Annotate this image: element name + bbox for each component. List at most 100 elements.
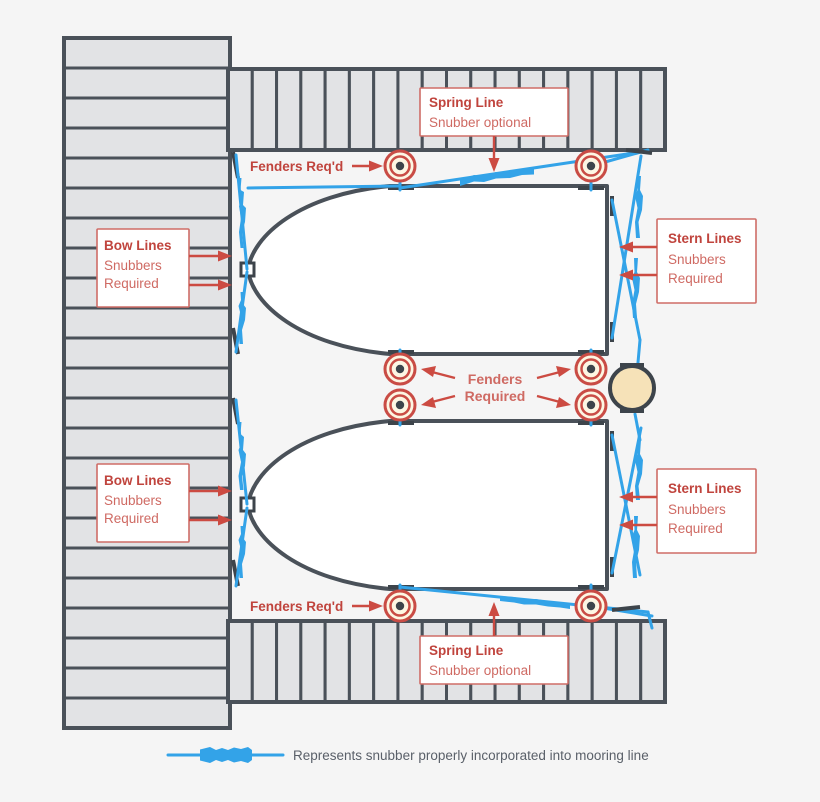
- center-arrow-upper-left-head: [421, 366, 436, 377]
- left-dock-plank: [62, 156, 232, 190]
- fender-bottom-stern-core: [586, 601, 596, 611]
- label-fenders-reqd-top: Fenders Req'd: [250, 159, 383, 174]
- top-dock-plank: [614, 67, 643, 152]
- snubber-lower-stern-2: [632, 516, 640, 578]
- callout-bow-lines-top-arrow1-head: [218, 250, 232, 262]
- center-arrow-upper-right-head: [556, 366, 571, 377]
- top-dock-outline: [226, 67, 667, 152]
- fender-top-bow-core: [395, 161, 405, 171]
- callout-bow-lines-top-line3: Required: [104, 276, 159, 291]
- callout-spring-line-top-line2: Snubber optional: [429, 115, 531, 130]
- callout-stern-lines-bottom-line2: Snubbers: [668, 502, 726, 517]
- callout-stern-lines-bottom-line3: Required: [668, 521, 723, 536]
- callout-spring-line-bottom-title: Spring Line: [429, 643, 504, 658]
- callout-stern-lines-top-arrow2-head: [619, 269, 633, 281]
- fender-mid-upper-right-core: [586, 364, 596, 374]
- snubber-upper-bow-2: [238, 292, 246, 344]
- rope-lower-spring-anchor: [646, 610, 654, 630]
- callout-stern-lines-bottom[interactable]: Stern Lines Snubbers Required: [619, 468, 757, 554]
- left-dock-plank: [62, 396, 232, 430]
- bottom-dock: [226, 619, 667, 704]
- callout-bow-lines-bottom-title: Bow Lines: [104, 473, 172, 488]
- left-dock-plank: [62, 126, 232, 160]
- left-dock-outline: [62, 36, 232, 730]
- callout-spring-line-bottom-arrow-head: [488, 602, 500, 616]
- callout-stern-lines-top-arrow1-head: [619, 241, 633, 253]
- piling-circle: [608, 364, 656, 412]
- boat-upper-hull: [246, 184, 609, 356]
- snubber-lower-spring: [500, 596, 570, 609]
- fender-top-stern: [574, 149, 608, 183]
- top-dock-plank: [347, 67, 376, 152]
- bottom-dock-plank: [639, 619, 667, 704]
- label-fenders-required-line2: Required: [465, 388, 526, 404]
- top-dock-plank: [299, 67, 327, 152]
- callout-bow-lines-bottom-line2: Snubbers: [104, 493, 162, 508]
- bottom-dock-outline: [226, 619, 667, 704]
- center-arrow-lower-left-head: [421, 397, 436, 408]
- fender-top-stern-core: [586, 161, 596, 171]
- snubber-upper-stern-1: [635, 176, 643, 238]
- fender-top-bow: [383, 149, 417, 183]
- callout-bow-lines-top-arrow2-head: [218, 279, 232, 291]
- callout-spring-line-top[interactable]: Spring Line Snubber optional: [419, 87, 569, 172]
- dock-corner-cleat-lower: [611, 605, 641, 612]
- fender-mid-lower-right: [574, 388, 608, 422]
- piling: [608, 363, 656, 413]
- left-dock-plank: [62, 366, 232, 400]
- snubber-upper-bow-1: [238, 178, 246, 248]
- label-fenders-required-center: Fenders Required: [421, 366, 571, 408]
- label-fenders-reqd-bottom: Fenders Req'd: [250, 599, 383, 614]
- callout-spring-line-bottom-line2: Snubber optional: [429, 663, 531, 678]
- top-dock-plank: [566, 67, 594, 152]
- callout-spring-line-bottom[interactable]: Spring Line Snubber optional: [419, 602, 569, 685]
- left-dock-plank: [62, 606, 232, 640]
- legend-text: Represents snubber properly incorporated…: [293, 748, 649, 763]
- fender-mid-upper-right: [574, 352, 608, 386]
- bottom-dock-plank: [347, 619, 376, 704]
- left-dock: [62, 36, 232, 730]
- snubber-lower-bow-2: [238, 526, 246, 578]
- left-dock-plank: [62, 306, 232, 340]
- top-dock-plank: [590, 67, 618, 152]
- callout-stern-lines-top-title: Stern Lines: [668, 231, 742, 246]
- callout-stern-lines-top[interactable]: Stern Lines Snubbers Required: [619, 218, 757, 304]
- callout-stern-lines-bottom-box: [656, 468, 757, 554]
- bottom-dock-plank: [226, 619, 254, 704]
- top-dock-plank: [639, 67, 667, 152]
- center-arrow-lower-right-shaft: [536, 394, 561, 404]
- bottom-dock-plank: [372, 619, 400, 704]
- left-dock-plank: [62, 336, 232, 370]
- label-fenders-required-line1: Fenders: [468, 371, 523, 387]
- snubber-lower-bow-1: [238, 422, 246, 490]
- bottom-dock-plank: [250, 619, 279, 704]
- bottom-dock-plank: [275, 619, 303, 704]
- left-dock-plank: [62, 36, 232, 70]
- callout-bow-lines-top[interactable]: Bow Lines Snubbers Required: [96, 228, 232, 308]
- callout-stern-lines-top-line3: Required: [668, 271, 723, 286]
- callout-bow-lines-bottom-box: [96, 463, 190, 543]
- center-arrow-upper-left-shaft: [431, 370, 456, 380]
- top-dock-plank: [250, 67, 279, 152]
- top-dock-plank: [275, 67, 303, 152]
- left-dock-plank: [62, 66, 232, 100]
- bottom-dock-plank: [396, 619, 424, 704]
- callout-bow-lines-bottom-line3: Required: [104, 511, 159, 526]
- boat-upper: [239, 184, 614, 356]
- left-dock-plank: [62, 636, 232, 670]
- bottom-dock-plank: [614, 619, 643, 704]
- fender-bottom-bow-core: [395, 601, 405, 611]
- left-dock-plank: [62, 576, 232, 610]
- bottom-dock-plank: [566, 619, 594, 704]
- left-dock-plank: [62, 96, 232, 130]
- callout-bow-lines-top-line2: Snubbers: [104, 258, 162, 273]
- top-dock-plank: [323, 67, 351, 152]
- callout-spring-line-top-title: Spring Line: [429, 95, 504, 110]
- dock-corner-cleat-upper: [625, 148, 653, 155]
- top-dock-plank: [226, 67, 254, 152]
- boat-lower: [239, 419, 614, 591]
- fender-mid-upper-left: [383, 352, 417, 386]
- center-arrow-upper-right-shaft: [536, 370, 561, 380]
- snubber-lower-stern-1: [635, 440, 643, 500]
- callout-bow-lines-bottom[interactable]: Bow Lines Snubbers Required: [96, 463, 232, 543]
